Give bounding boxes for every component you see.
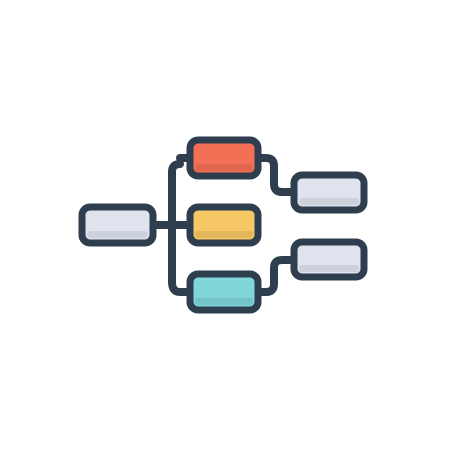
middle-branch-node [186,203,262,247]
top-leaf-node [290,171,368,214]
bottom-right-connector [254,256,298,296]
vertical-trunk-connector [168,160,194,296]
top-right-connector [254,154,298,196]
flowchart-nodes [78,136,368,314]
connector-lines [149,154,298,296]
top-branch-node [186,136,262,180]
bottom-leaf-node [290,238,368,281]
bottom-branch-node [186,270,262,314]
root-node [78,203,157,247]
